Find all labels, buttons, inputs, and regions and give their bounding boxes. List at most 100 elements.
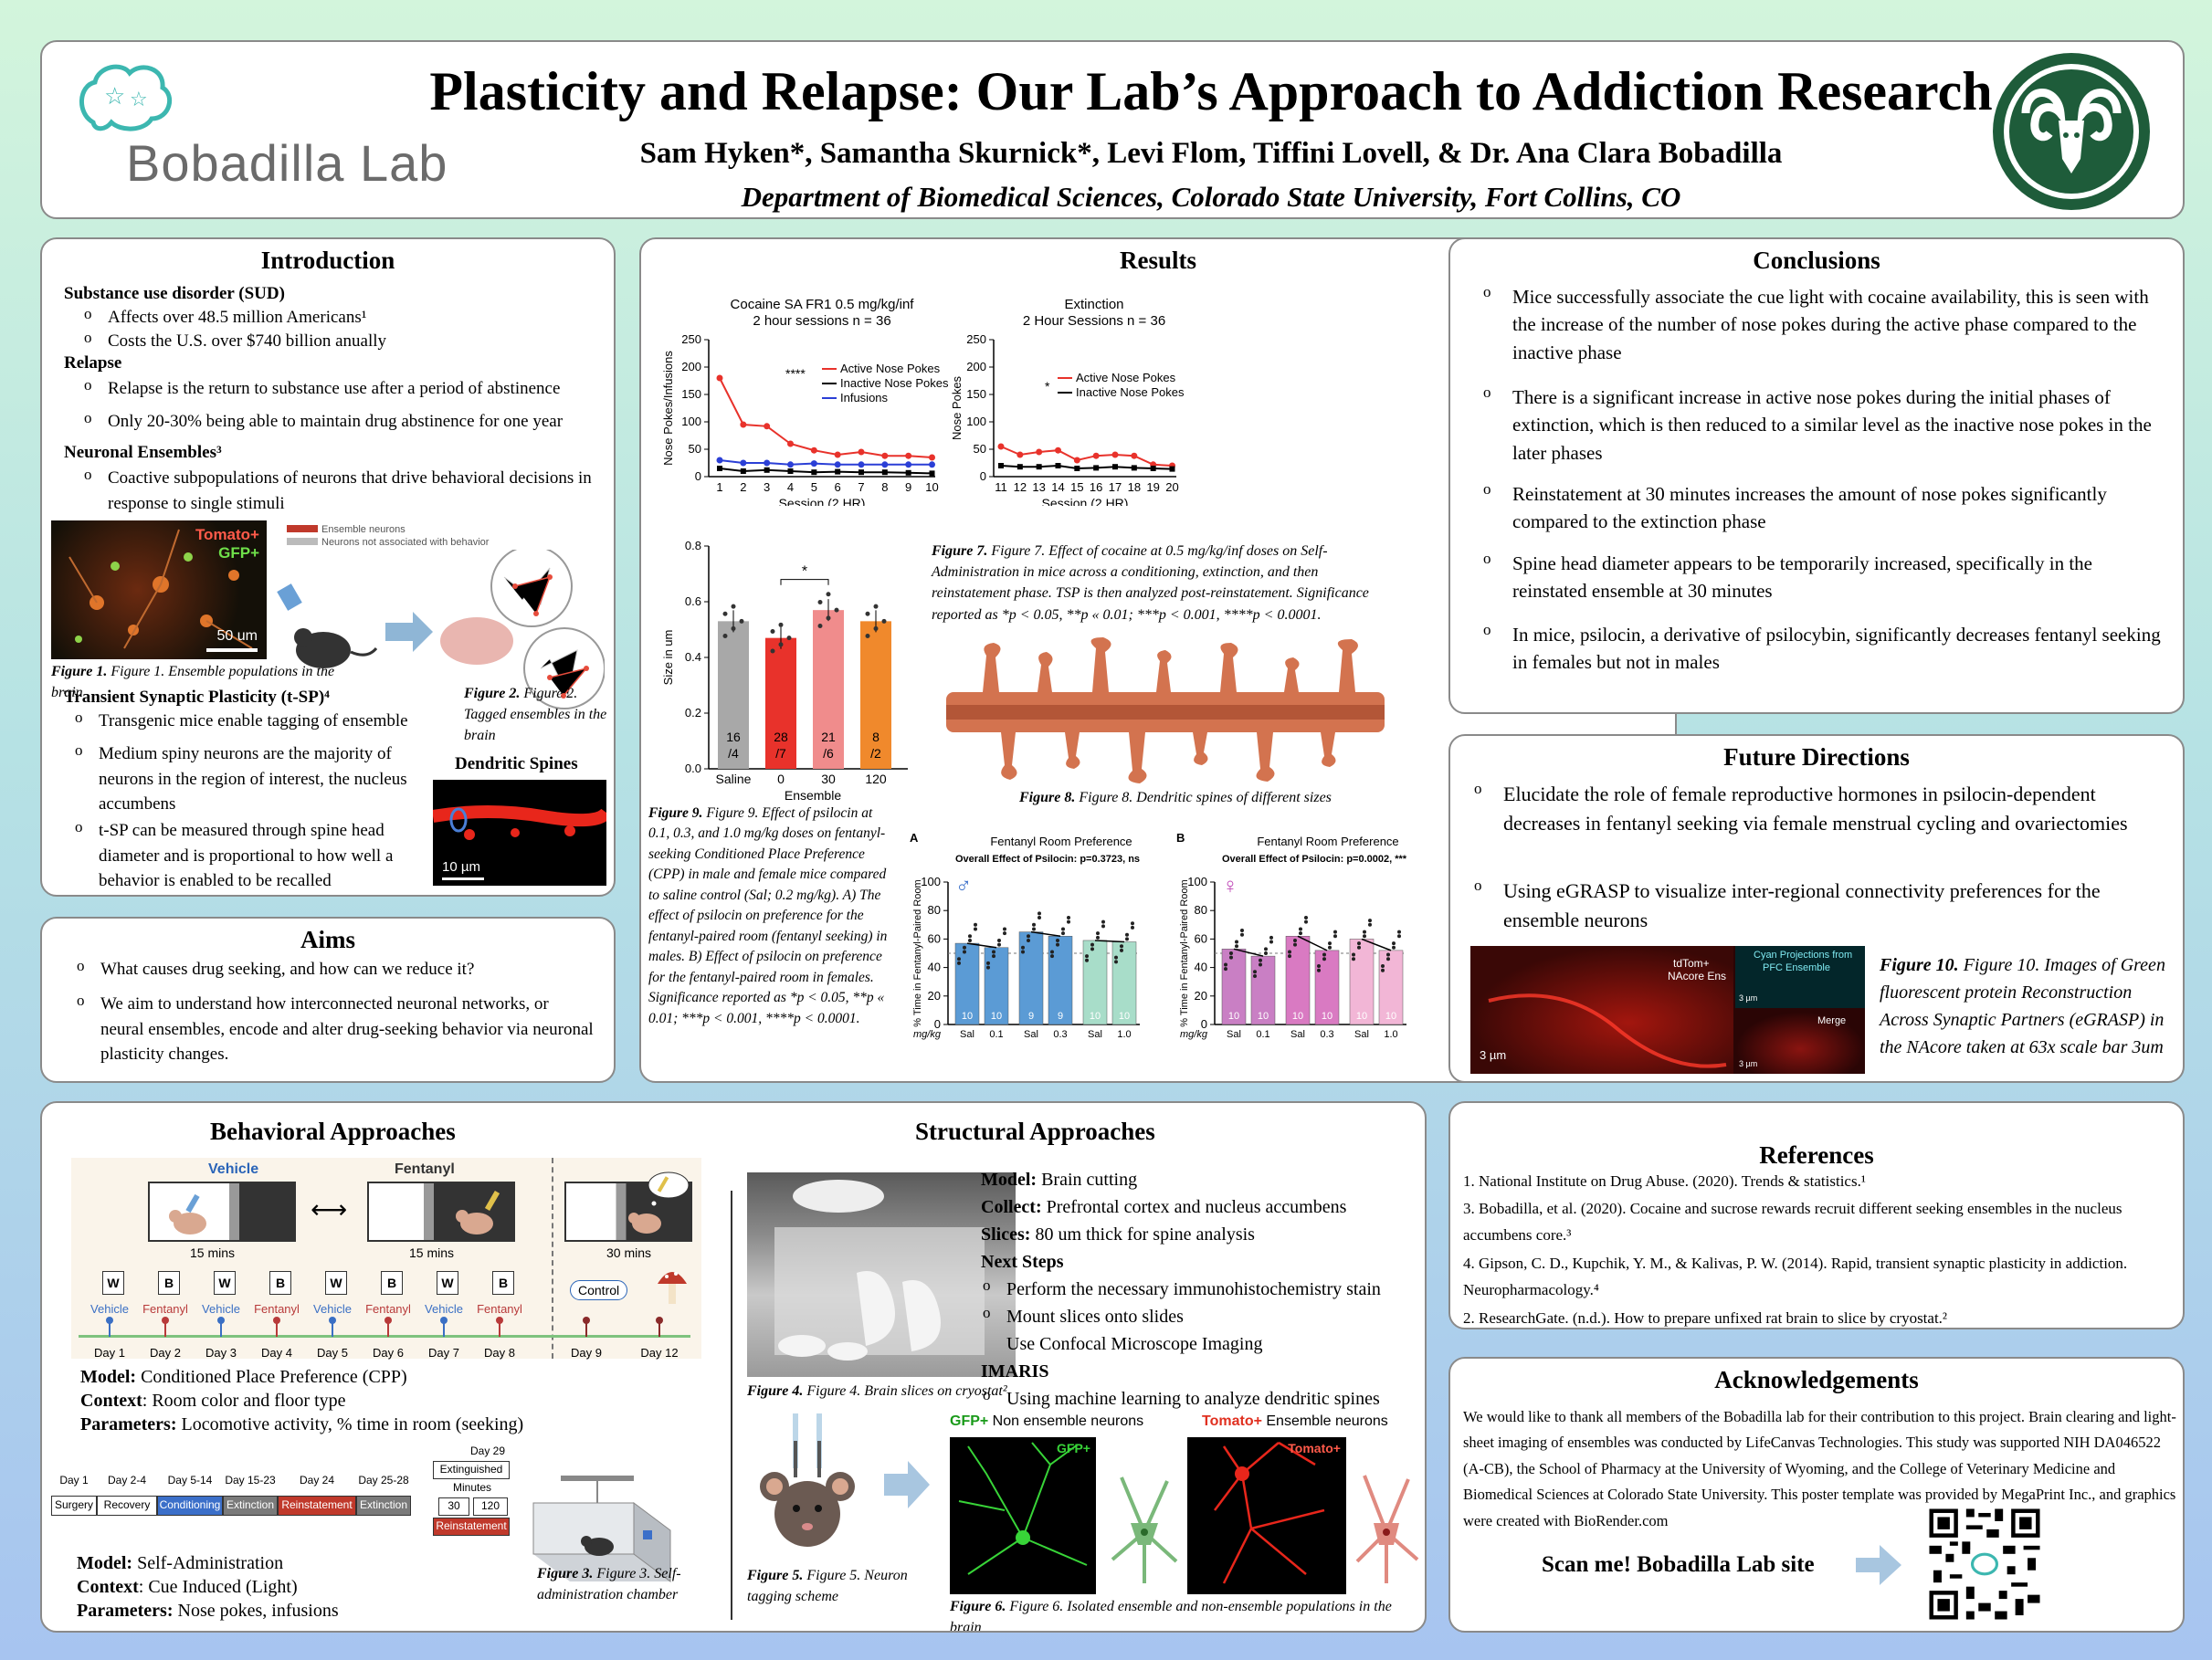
c6-point	[1322, 957, 1326, 961]
red-neuron-drawing-icon	[1355, 1475, 1419, 1583]
timeline-pin	[329, 1317, 336, 1324]
acknowledgements-panel: Acknowledgements We would like to thank …	[1448, 1357, 2185, 1633]
timeline-day: Day 12	[640, 1346, 679, 1360]
structural-title: Structural Approaches	[915, 1118, 1155, 1145]
c1-y-tick-label: 50	[689, 442, 701, 456]
c6-point	[1288, 950, 1291, 954]
timeline-pin	[583, 1317, 590, 1324]
c2-x-tick-label: 16	[1090, 480, 1102, 494]
tomato-inset-label: Tomato+	[1288, 1441, 1341, 1455]
c5-point	[1003, 927, 1006, 931]
minutes-30-box: 30	[438, 1497, 469, 1516]
cpp-diagram: Vehicle Fentanyl ⟷ 15 mins 15 mins 30 mi…	[71, 1158, 701, 1360]
c2-point	[1055, 447, 1061, 454]
c2-x-tick-label: 20	[1165, 480, 1178, 494]
c6-point	[1299, 931, 1302, 936]
timeline-marker	[332, 1322, 333, 1337]
c6-point	[1293, 938, 1297, 942]
c1-point	[764, 459, 771, 467]
c5-x-tick-label: 0.1	[989, 1029, 1003, 1040]
egrasp-merge-label: Merge	[1817, 1015, 1847, 1026]
cpp-room-box: W	[325, 1271, 347, 1295]
tomato-label: Tomato+	[195, 526, 259, 543]
c5-n-label: 10	[1090, 1011, 1101, 1022]
c4-bar	[813, 610, 844, 769]
gfp-heading-label: GFP+	[950, 1413, 989, 1429]
gfp-label: GFP+	[218, 544, 259, 562]
c4-bar-label: 16	[726, 730, 741, 744]
aims-bullet-2: We aim to understand how interconnected …	[66, 990, 595, 1067]
c2-title-1: Extinction	[1064, 297, 1123, 312]
minutes-120-box: 120	[473, 1497, 508, 1516]
cpp-model: Model: Conditioned Place Preference (CPP…	[80, 1364, 407, 1391]
timeline-marker	[387, 1322, 389, 1337]
c2-point	[1112, 464, 1118, 470]
results-title: Results	[1119, 247, 1196, 274]
c2-point	[1169, 466, 1175, 472]
schedule-phase: Conditioning	[157, 1496, 223, 1516]
figure-5-text: Figure 5. Neuron tagging scheme	[747, 1568, 908, 1605]
c5-bar	[984, 947, 1009, 1025]
c1-x-tick-label: 5	[811, 480, 817, 494]
c5-point	[957, 957, 961, 961]
c4-bar-label: 21	[821, 730, 836, 744]
tomato-heading: Tomato+ Ensemble neurons	[1202, 1413, 1388, 1430]
model-value: Conditioned Place Preference (CPP)	[141, 1367, 407, 1387]
vehicle-label: Vehicle	[208, 1161, 259, 1177]
c5-point	[1090, 942, 1094, 947]
context-label-2: Context	[77, 1577, 139, 1597]
c6-point	[1317, 968, 1321, 972]
tomato-heading-label: Tomato+	[1202, 1413, 1262, 1429]
c1-legend-label: Infusions	[840, 391, 889, 404]
c5-bar	[954, 942, 980, 1025]
struct-collect: Collect: Prefrontal cortex and nucleus a…	[981, 1194, 1346, 1221]
c4-y-tick-label: 0.8	[685, 539, 701, 552]
c1-point	[740, 468, 746, 474]
c6-y-tick-label: 40	[1195, 961, 1207, 974]
c6-point	[1259, 962, 1262, 967]
c2-point	[1073, 457, 1080, 464]
params-label-2: Parameters:	[77, 1601, 174, 1621]
c5-point	[974, 922, 977, 927]
schedule-phase: Reinstatement	[278, 1496, 356, 1516]
c2-y-tick-label: 100	[966, 415, 986, 428]
egrasp-cyan-2: PFC Ensemble	[1763, 962, 1830, 973]
c4-sig-bracket	[780, 579, 829, 585]
future-title: Future Directions	[1723, 743, 1910, 771]
c4-y-tick-label: 0.4	[685, 650, 701, 664]
c6-point	[1363, 934, 1366, 939]
figure-3-caption: Figure 3. Figure 3. Self-administration …	[537, 1566, 681, 1603]
intro-relapse-heading: Relapse	[64, 353, 122, 373]
schedule-day-29: Day 29	[469, 1445, 506, 1457]
params-label: Parameters:	[80, 1414, 177, 1434]
c4-point	[739, 618, 744, 624]
c5-point	[1085, 958, 1089, 962]
intro-relapse-bullet-1: Relapse is the return to substance use a…	[73, 374, 603, 402]
egrasp-main: tdTom+ NAcore Ens 3 µm	[1470, 946, 1733, 1074]
timeline-marker	[499, 1322, 500, 1337]
c6-x-tick-label: 1.0	[1384, 1029, 1397, 1040]
c6-point	[1368, 922, 1372, 927]
c4-xlabel: Ensemble	[785, 788, 841, 803]
conclusion-3: Reinstatement at 30 minutes increases th…	[1459, 478, 2163, 536]
struct-model: Model: Brain cutting	[981, 1167, 1137, 1193]
double-arrow-icon: ⟷	[311, 1195, 348, 1224]
c4-point	[865, 611, 870, 616]
figure-3-text: Figure 3. Self-administration chamber	[537, 1566, 681, 1603]
c5-n-label: 9	[1028, 1011, 1034, 1022]
lab-logo-icon: ☆☆	[79, 64, 173, 131]
c6-point	[1381, 968, 1385, 972]
c6-point	[1317, 964, 1321, 969]
figure-10-caption: Figure 10. Figure 10. Images of Green fl…	[1880, 955, 2165, 1057]
intro-ne-bullet-1: Coactive subpopulations of neurons that …	[73, 464, 603, 516]
c1-point	[881, 469, 888, 476]
figure-5-caption: Figure 5. Figure 5. Neuron tagging schem…	[747, 1568, 908, 1605]
params-value-2: Nose pokes, infusions	[177, 1601, 339, 1621]
c1-x-tick-label: 4	[787, 480, 794, 494]
arrow-icon	[385, 612, 433, 652]
cpp-room-box: W	[102, 1271, 124, 1295]
c5-x-tick-label: Sal	[1024, 1029, 1038, 1040]
c4-point	[770, 648, 775, 654]
c5-pair-line	[966, 942, 997, 949]
